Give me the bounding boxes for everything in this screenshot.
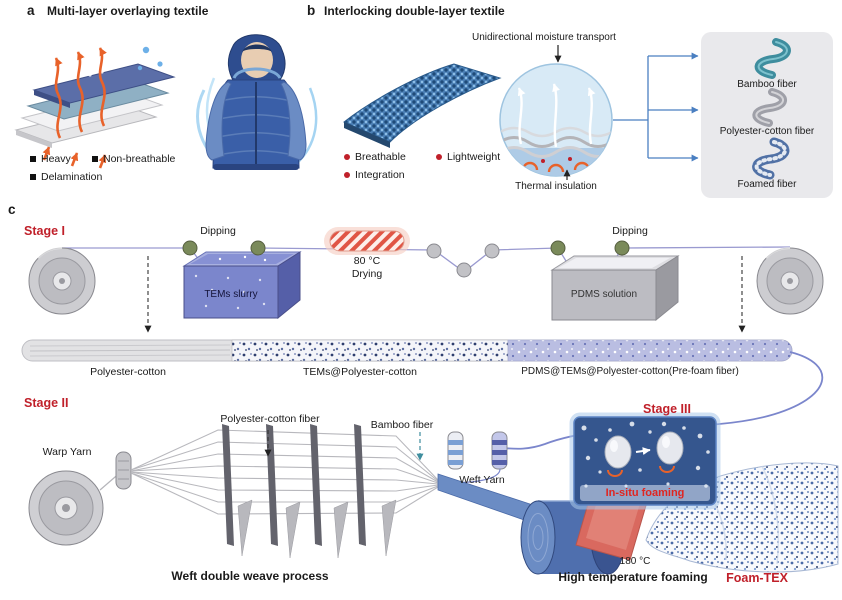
- legend-square-icon: [92, 156, 98, 162]
- legend-square-icon: [30, 174, 36, 180]
- water-droplets-icon: [137, 46, 163, 71]
- legend-item-non-breathable: Non-breathable: [92, 153, 175, 165]
- stage1-title: Stage I: [24, 224, 65, 238]
- reed-blades: [237, 499, 397, 559]
- panel-b-tag: b: [307, 3, 316, 18]
- fiber-types-panel: [701, 32, 833, 198]
- double-layer-textile-graphic: [343, 63, 502, 148]
- dipping-label-1: Dipping: [200, 225, 236, 237]
- weft-yarn-label: Weft Yarn: [459, 474, 505, 486]
- feed-roller: [115, 451, 132, 490]
- tem-microsphere: [604, 435, 632, 469]
- legend-label: Integration: [355, 169, 405, 181]
- stage2-title: Stage II: [24, 396, 69, 410]
- tems-slurry-label: TEMs slurry: [204, 289, 258, 300]
- fiber-progression-bar: [21, 339, 793, 362]
- textile-stack-graphic: [14, 46, 176, 169]
- bamboo-fiber-annotation: Bamboo fiber: [370, 419, 434, 431]
- fiber1-label: Polyester-cotton: [90, 366, 166, 378]
- legend-item-breathable: Breathable: [344, 151, 406, 163]
- fiber3-label: PDMS@TEMs@Polyester-cotton(Pre-foam fibe…: [521, 366, 739, 377]
- legend-label: Breathable: [355, 151, 406, 163]
- jacket-graphic: [196, 34, 318, 170]
- legend-item-heavy: Heavy: [30, 153, 71, 165]
- polyester-fiber-label: Polyester-cotton fiber: [220, 413, 320, 425]
- panel-b-title: Interlocking double-layer textile: [324, 4, 505, 18]
- weft-bobbin-purple: [491, 431, 508, 470]
- legend-dot-icon: [436, 154, 442, 160]
- thermal-annotation: Thermal insulation: [515, 181, 597, 192]
- legend-item-lightweight: Lightweight: [436, 151, 500, 163]
- fiber2-label: TEMs@Polyester-cotton: [303, 366, 417, 378]
- supply-spool: [28, 246, 96, 315]
- pdms-solution-tank: [550, 255, 680, 322]
- drying-heater: [324, 227, 410, 255]
- panel-a-tag: a: [27, 3, 35, 18]
- bamboo-fiber-label: Bamboo fiber: [737, 79, 797, 90]
- legend-item-delamination: Delamination: [30, 171, 102, 183]
- polyester-cotton-fiber-label: Polyester-cotton fiber: [719, 126, 815, 137]
- drying-temp-label: 80 °C: [353, 255, 381, 267]
- warp-yarn-spool: [28, 470, 104, 546]
- stage2-graphic: [28, 351, 839, 575]
- foamed-fiber-label: Foamed fiber: [737, 179, 797, 190]
- foam-bubbles: [581, 421, 710, 488]
- panel-c-tag: c: [8, 202, 16, 217]
- dipping-rollers: [182, 240, 630, 278]
- legend-label: Lightweight: [447, 151, 501, 163]
- legend-square-icon: [30, 156, 36, 162]
- foamed-fabric-sheet: [645, 462, 839, 573]
- panel-a-title: Multi-layer overlaying textile: [47, 4, 209, 18]
- tem-microsphere: [656, 431, 684, 465]
- takeup-spool: [756, 246, 824, 315]
- stage1-graphic: [21, 227, 824, 362]
- legend-dot-icon: [344, 172, 350, 178]
- process-thread-line: [62, 246, 791, 302]
- dipping-label-2: Dipping: [612, 225, 648, 237]
- weft-bobbin-white: [447, 431, 464, 470]
- stage3-title: Stage III: [643, 402, 691, 416]
- foam-tex-label: Foam-TEX: [726, 571, 788, 585]
- heddle-frames: [222, 424, 366, 546]
- legend-dot-icon: [344, 154, 350, 160]
- legend-label: Non-breathable: [103, 153, 176, 165]
- tems-slurry-tank: [182, 251, 302, 320]
- foaming-heater: [575, 469, 653, 561]
- pdms-solution-label: PDMS solution: [570, 289, 638, 300]
- weave-process-caption: Weft double weave process: [171, 569, 329, 583]
- foaming-temp-label: 180 °C: [619, 556, 651, 567]
- legend-item-integration: Integration: [344, 169, 405, 181]
- drying-label: Drying: [351, 268, 383, 280]
- fiber-connector-arrows: [613, 52, 699, 162]
- moisture-transport-inset: [499, 45, 613, 180]
- insitu-foaming-label: In-situ foaming: [605, 487, 685, 499]
- legend-label: Heavy: [41, 153, 71, 165]
- warp-threads: [130, 429, 439, 515]
- warp-yarn-label: Warp Yarn: [42, 446, 92, 458]
- moisture-annotation: Unidirectional moisture transport: [472, 32, 616, 43]
- legend-label: Delamination: [41, 171, 103, 183]
